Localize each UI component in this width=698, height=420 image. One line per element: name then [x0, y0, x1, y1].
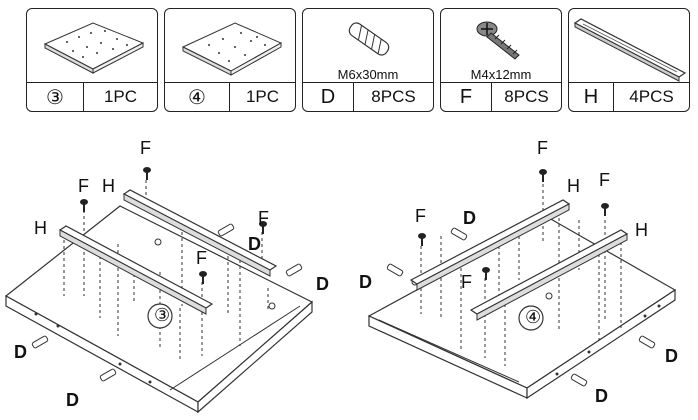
- part-code: H: [569, 83, 614, 111]
- label-h: H: [567, 176, 580, 196]
- panel-4-illustration: [181, 22, 283, 76]
- part-card-panel-4: ④ 1PC: [164, 8, 296, 112]
- part-quantity: 1PC: [103, 87, 138, 106]
- label-d: D: [595, 386, 608, 406]
- label-f: F: [461, 272, 472, 292]
- part-code: D: [303, 83, 354, 111]
- part-card-dowel: M6x30mm D 8PCS: [302, 8, 434, 112]
- part-quantity: 1PC: [245, 87, 280, 106]
- label-d: D: [359, 272, 372, 292]
- panel-number: ③: [154, 305, 171, 325]
- part-code: F: [441, 83, 492, 111]
- part-quantity: 4PCS: [629, 87, 674, 106]
- part-card-panel-3: ③ 1PC: [26, 8, 158, 112]
- label-f: F: [258, 208, 269, 228]
- panel-4-drawing: [367, 169, 677, 400]
- label-d: D: [248, 234, 261, 254]
- dowel-icon: [348, 22, 390, 56]
- label-h: H: [34, 218, 47, 238]
- assembly-diagram-panel-4: ④ F F F F H H D D D D: [349, 120, 698, 420]
- assembly-diagram-panel-3: ③ F F F F H H D D D D: [0, 120, 349, 420]
- panel-3-drawing: [4, 167, 314, 414]
- panel-number: ④: [525, 307, 542, 327]
- part-code: ④: [165, 83, 230, 111]
- label-f: F: [196, 248, 207, 268]
- dowel-size: M6x30mm: [337, 67, 399, 82]
- label-f: F: [78, 176, 89, 196]
- screw-size: M4x12mm: [470, 67, 532, 82]
- label-h: H: [635, 220, 648, 240]
- label-d: D: [14, 342, 27, 362]
- rail-icon: [573, 18, 687, 82]
- label-f: F: [537, 138, 548, 158]
- label-f: F: [140, 138, 151, 158]
- part-code: ③: [27, 83, 84, 111]
- label-d: D: [66, 390, 79, 410]
- label-d: D: [665, 346, 678, 366]
- panel-3-illustration: [43, 22, 145, 74]
- part-card-screw: M4x12mm F 8PCS: [440, 8, 562, 112]
- part-card-rail: H 4PCS: [568, 8, 690, 112]
- part-quantity: 8PCS: [371, 87, 416, 106]
- screw-icon: [476, 21, 520, 60]
- label-f: F: [599, 170, 610, 190]
- part-quantity: 8PCS: [504, 87, 549, 106]
- label-d: D: [316, 274, 329, 294]
- label-d: D: [463, 208, 476, 228]
- label-f: F: [415, 206, 426, 226]
- label-h: H: [102, 176, 115, 196]
